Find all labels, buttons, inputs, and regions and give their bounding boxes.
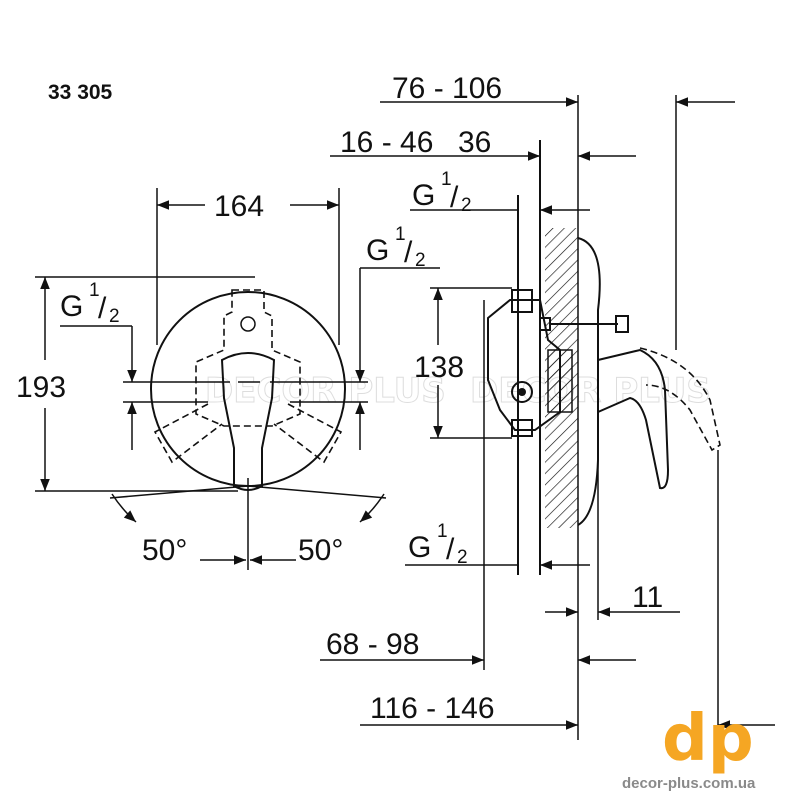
dim-68-98-label: 68 - 98	[326, 628, 419, 661]
port-bore	[511, 381, 533, 403]
svg-text:G: G	[408, 531, 431, 564]
svg-text:/: /	[446, 533, 455, 566]
site-url: decor-plus.com.ua	[622, 775, 756, 792]
port-right-thread-label: G 1 / 2	[366, 224, 426, 271]
port-bore-center	[518, 388, 526, 396]
product-code: 33 305	[48, 81, 113, 104]
svg-text:2: 2	[109, 306, 120, 327]
svg-text:2: 2	[415, 250, 426, 271]
angle-right-label: 50°	[298, 534, 343, 567]
body-bottom-nut	[511, 419, 533, 437]
dim-116-146-label: 116 - 146	[370, 692, 495, 725]
svg-text:/: /	[404, 236, 413, 269]
svg-text:2: 2	[457, 547, 468, 568]
dim-164-label: 164	[214, 190, 264, 223]
svg-text:2: 2	[461, 195, 472, 216]
angle-right-ref	[247, 485, 387, 499]
port-right-hidden	[273, 403, 343, 464]
port-left-hidden	[153, 403, 223, 464]
svg-text:1: 1	[441, 169, 452, 190]
angle-left-label: 50°	[142, 534, 187, 567]
spindle-nut	[539, 317, 551, 331]
dim-193-label: 193	[16, 371, 66, 404]
lever-side	[597, 348, 670, 490]
escutcheon-profile	[577, 237, 601, 526]
svg-text:1: 1	[395, 224, 406, 245]
svg-text:1: 1	[437, 521, 448, 542]
port-left-thread-label: G 1 / 2	[60, 280, 120, 327]
cartridge-screw	[240, 316, 256, 332]
front-view: 164 193 G 1 / 2 G 1 / 2	[16, 188, 440, 570]
angle-left-ref	[109, 485, 249, 499]
body-top-nut	[511, 289, 533, 313]
angle-right-arc	[359, 493, 385, 523]
svg-text:G: G	[60, 290, 83, 323]
thread-bottom-label: G 1 / 2	[408, 521, 468, 568]
watermark-front: DECOR PLUS	[205, 371, 446, 411]
dim-16-46-label: 16 - 46	[340, 126, 433, 159]
thread-top-label: G 1 / 2	[412, 169, 472, 216]
side-view: 76 - 106 16 - 46 36 G 1 / 2 138 G 1 / 2	[320, 72, 775, 740]
svg-text:G: G	[412, 179, 435, 212]
lever-raised-hidden	[639, 347, 721, 452]
cartridge-section	[547, 349, 573, 413]
dim-138-label: 138	[414, 351, 464, 384]
watermark-side: DECOR PLUS	[470, 371, 711, 411]
brand-logo: dp	[662, 702, 754, 776]
angle-left-arc	[111, 493, 137, 523]
cartridge-hidden-outline	[195, 289, 301, 427]
svg-text:/: /	[98, 292, 107, 325]
dim-11-label: 11	[632, 581, 663, 614]
dim-76-106-label: 76 - 106	[392, 72, 502, 105]
svg-text:1: 1	[89, 280, 100, 301]
spindle-cap	[615, 315, 629, 333]
svg-text:G: G	[366, 234, 389, 267]
lever-handle	[220, 352, 276, 491]
dim-36-label: 36	[458, 126, 491, 159]
svg-text:/: /	[450, 181, 459, 214]
